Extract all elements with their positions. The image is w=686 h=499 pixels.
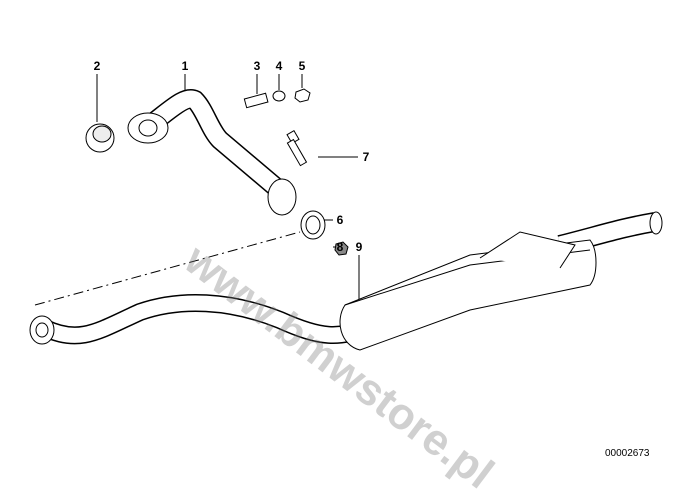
label-6: 6 [336, 213, 344, 227]
bolt-7 [286, 129, 308, 167]
label-1: 1 [181, 59, 189, 73]
label-4: 4 [275, 59, 283, 73]
assembly-centerline [34, 231, 301, 306]
front-pipe [127, 89, 297, 216]
reference-code: 00002673 [605, 448, 650, 459]
label-2: 2 [93, 59, 101, 73]
stud-3 [243, 92, 269, 109]
label-5: 5 [298, 59, 306, 73]
label-3: 3 [253, 59, 261, 73]
exhaust-diagram [29, 74, 663, 351]
label-7: 7 [362, 150, 370, 164]
label-8: 8 [336, 240, 344, 254]
label-9: 9 [355, 240, 363, 254]
nut-8 [334, 241, 349, 256]
rear-silencer-9 [29, 211, 663, 351]
nut-5 [294, 88, 311, 103]
washer-4 [272, 90, 286, 102]
sealing-ring-2 [85, 123, 115, 153]
